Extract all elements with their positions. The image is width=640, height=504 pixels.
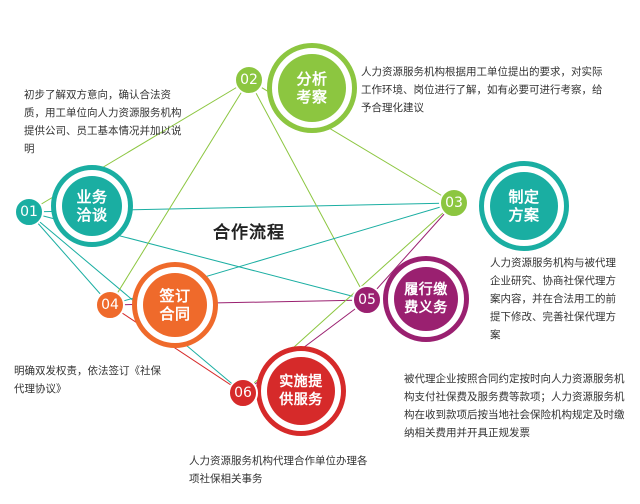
step-03-desc: 人力资源服务机构与被代理企业研究、协商社保代理方案内容，并在合法用工的前提下修改… (490, 257, 616, 341)
step-01-number: 01 (14, 197, 44, 227)
step-03-circle: 制定方案 (479, 161, 569, 251)
step-04-circle: 签订合同 (132, 262, 218, 348)
step-06-desc: 人力资源服务机构代理合作单位办理各项社保相关事务 (189, 455, 368, 485)
step-02-desc: 人力资源服务机构根据用工单位提出的要求，对实际工作环境、岗位进行了解，如有必要可… (361, 66, 603, 114)
step-05-label: 履行缴费义务 (404, 282, 448, 316)
connector-01-04 (27, 211, 111, 306)
step-04-label: 签订合同 (159, 287, 191, 323)
step-03-number: 03 (439, 188, 469, 218)
connector-05-03 (366, 202, 455, 301)
connector-02-04 (109, 79, 250, 306)
step-02-number: 02 (234, 65, 264, 95)
step-02-label: 分析考察 (296, 70, 328, 106)
diagram-title: 合作流程 (213, 223, 285, 243)
connector-04-06 (109, 304, 244, 394)
connector-02-05 (248, 79, 368, 301)
step-01-circle: 业务洽谈 (51, 165, 133, 247)
step-01-desc: 初步了解双方意向，确认合法资质，用工单位向人力资源服务机构提供公司、员工基本情况… (24, 89, 182, 155)
step-04-desc: 明确双发权责，依法签订《社保代理协议》 (14, 365, 161, 395)
step-03-label: 制定方案 (508, 188, 540, 224)
step-04-number: 04 (95, 290, 125, 320)
step-06-number: 06 (228, 378, 258, 408)
step-01-label: 业务洽谈 (76, 188, 108, 224)
step-06-label: 实施提供服务 (279, 374, 323, 408)
step-05-circle: 履行缴费义务 (383, 256, 469, 342)
step-05-desc: 被代理企业按照合同约定按时向人力资源服务机构支付社保费及服务费等款项；人力资源服… (404, 373, 625, 439)
step-05-number: 05 (352, 285, 382, 315)
step-02-circle: 分析考察 (267, 43, 357, 133)
step-06-circle: 实施提供服务 (256, 346, 346, 436)
